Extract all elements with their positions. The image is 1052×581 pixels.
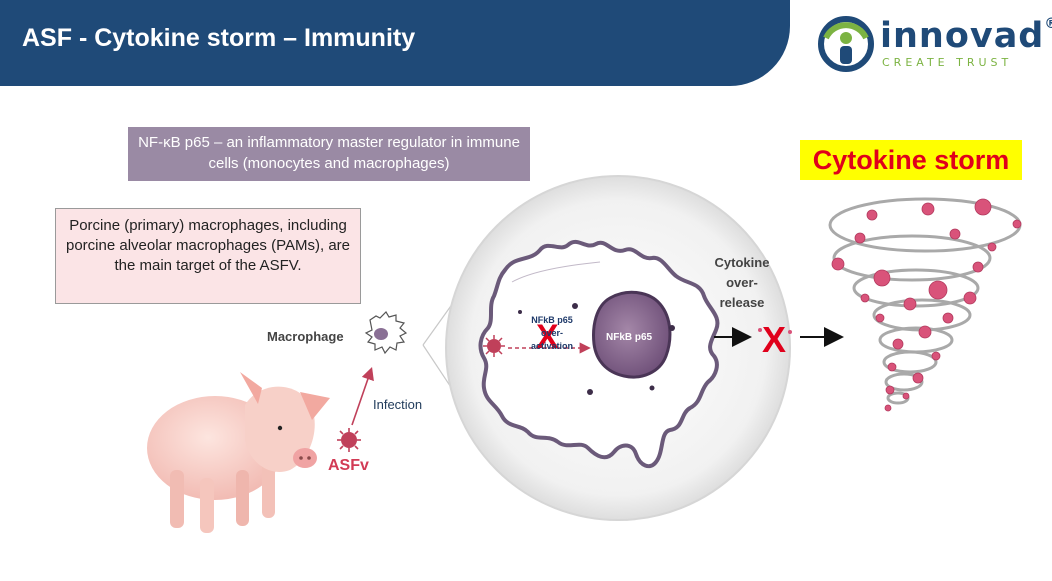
macrophage-info-box: Porcine (primary) macrophages, including… xyxy=(55,208,361,304)
nfkb-nucleus xyxy=(592,290,672,379)
x-mark-activation: X xyxy=(536,318,559,356)
infection-arrow xyxy=(351,366,374,426)
asfv-label: ASFv xyxy=(328,457,369,474)
infection-label: Infection xyxy=(373,397,423,412)
pig-image xyxy=(147,372,330,533)
header-bar: ASF - Cytokine storm – Immunity xyxy=(0,0,790,86)
nfkb-info-box: NF-κB p65 – an inflammatory master regul… xyxy=(128,127,530,181)
logo-tagline: CREATE TRUST xyxy=(882,56,1013,69)
cytokine-storm-tornado xyxy=(828,197,1022,405)
logo-wordmark: innovad® xyxy=(880,16,1052,56)
logo-person-icon xyxy=(818,16,874,72)
virus-in-cell-icon xyxy=(483,335,505,357)
cytokine-over-release-label: Cytokine over-release xyxy=(714,255,770,310)
macrophage-label: Macrophage xyxy=(267,329,344,344)
asfv-virus-icon xyxy=(337,428,361,452)
page-title: ASF - Cytokine storm – Immunity xyxy=(22,24,416,52)
x-mark-release: X xyxy=(762,319,786,360)
cytokine-beads xyxy=(831,198,1022,412)
innovad-logo: innovad® CREATE TRUST xyxy=(818,14,1052,76)
nfkb-over-activation-label: NFkB p65 over-activation xyxy=(530,315,573,351)
cytokine-storm-title: Cytokine storm xyxy=(800,140,1022,180)
nfkb-nucleus-label: NFkB p65 xyxy=(606,332,653,343)
